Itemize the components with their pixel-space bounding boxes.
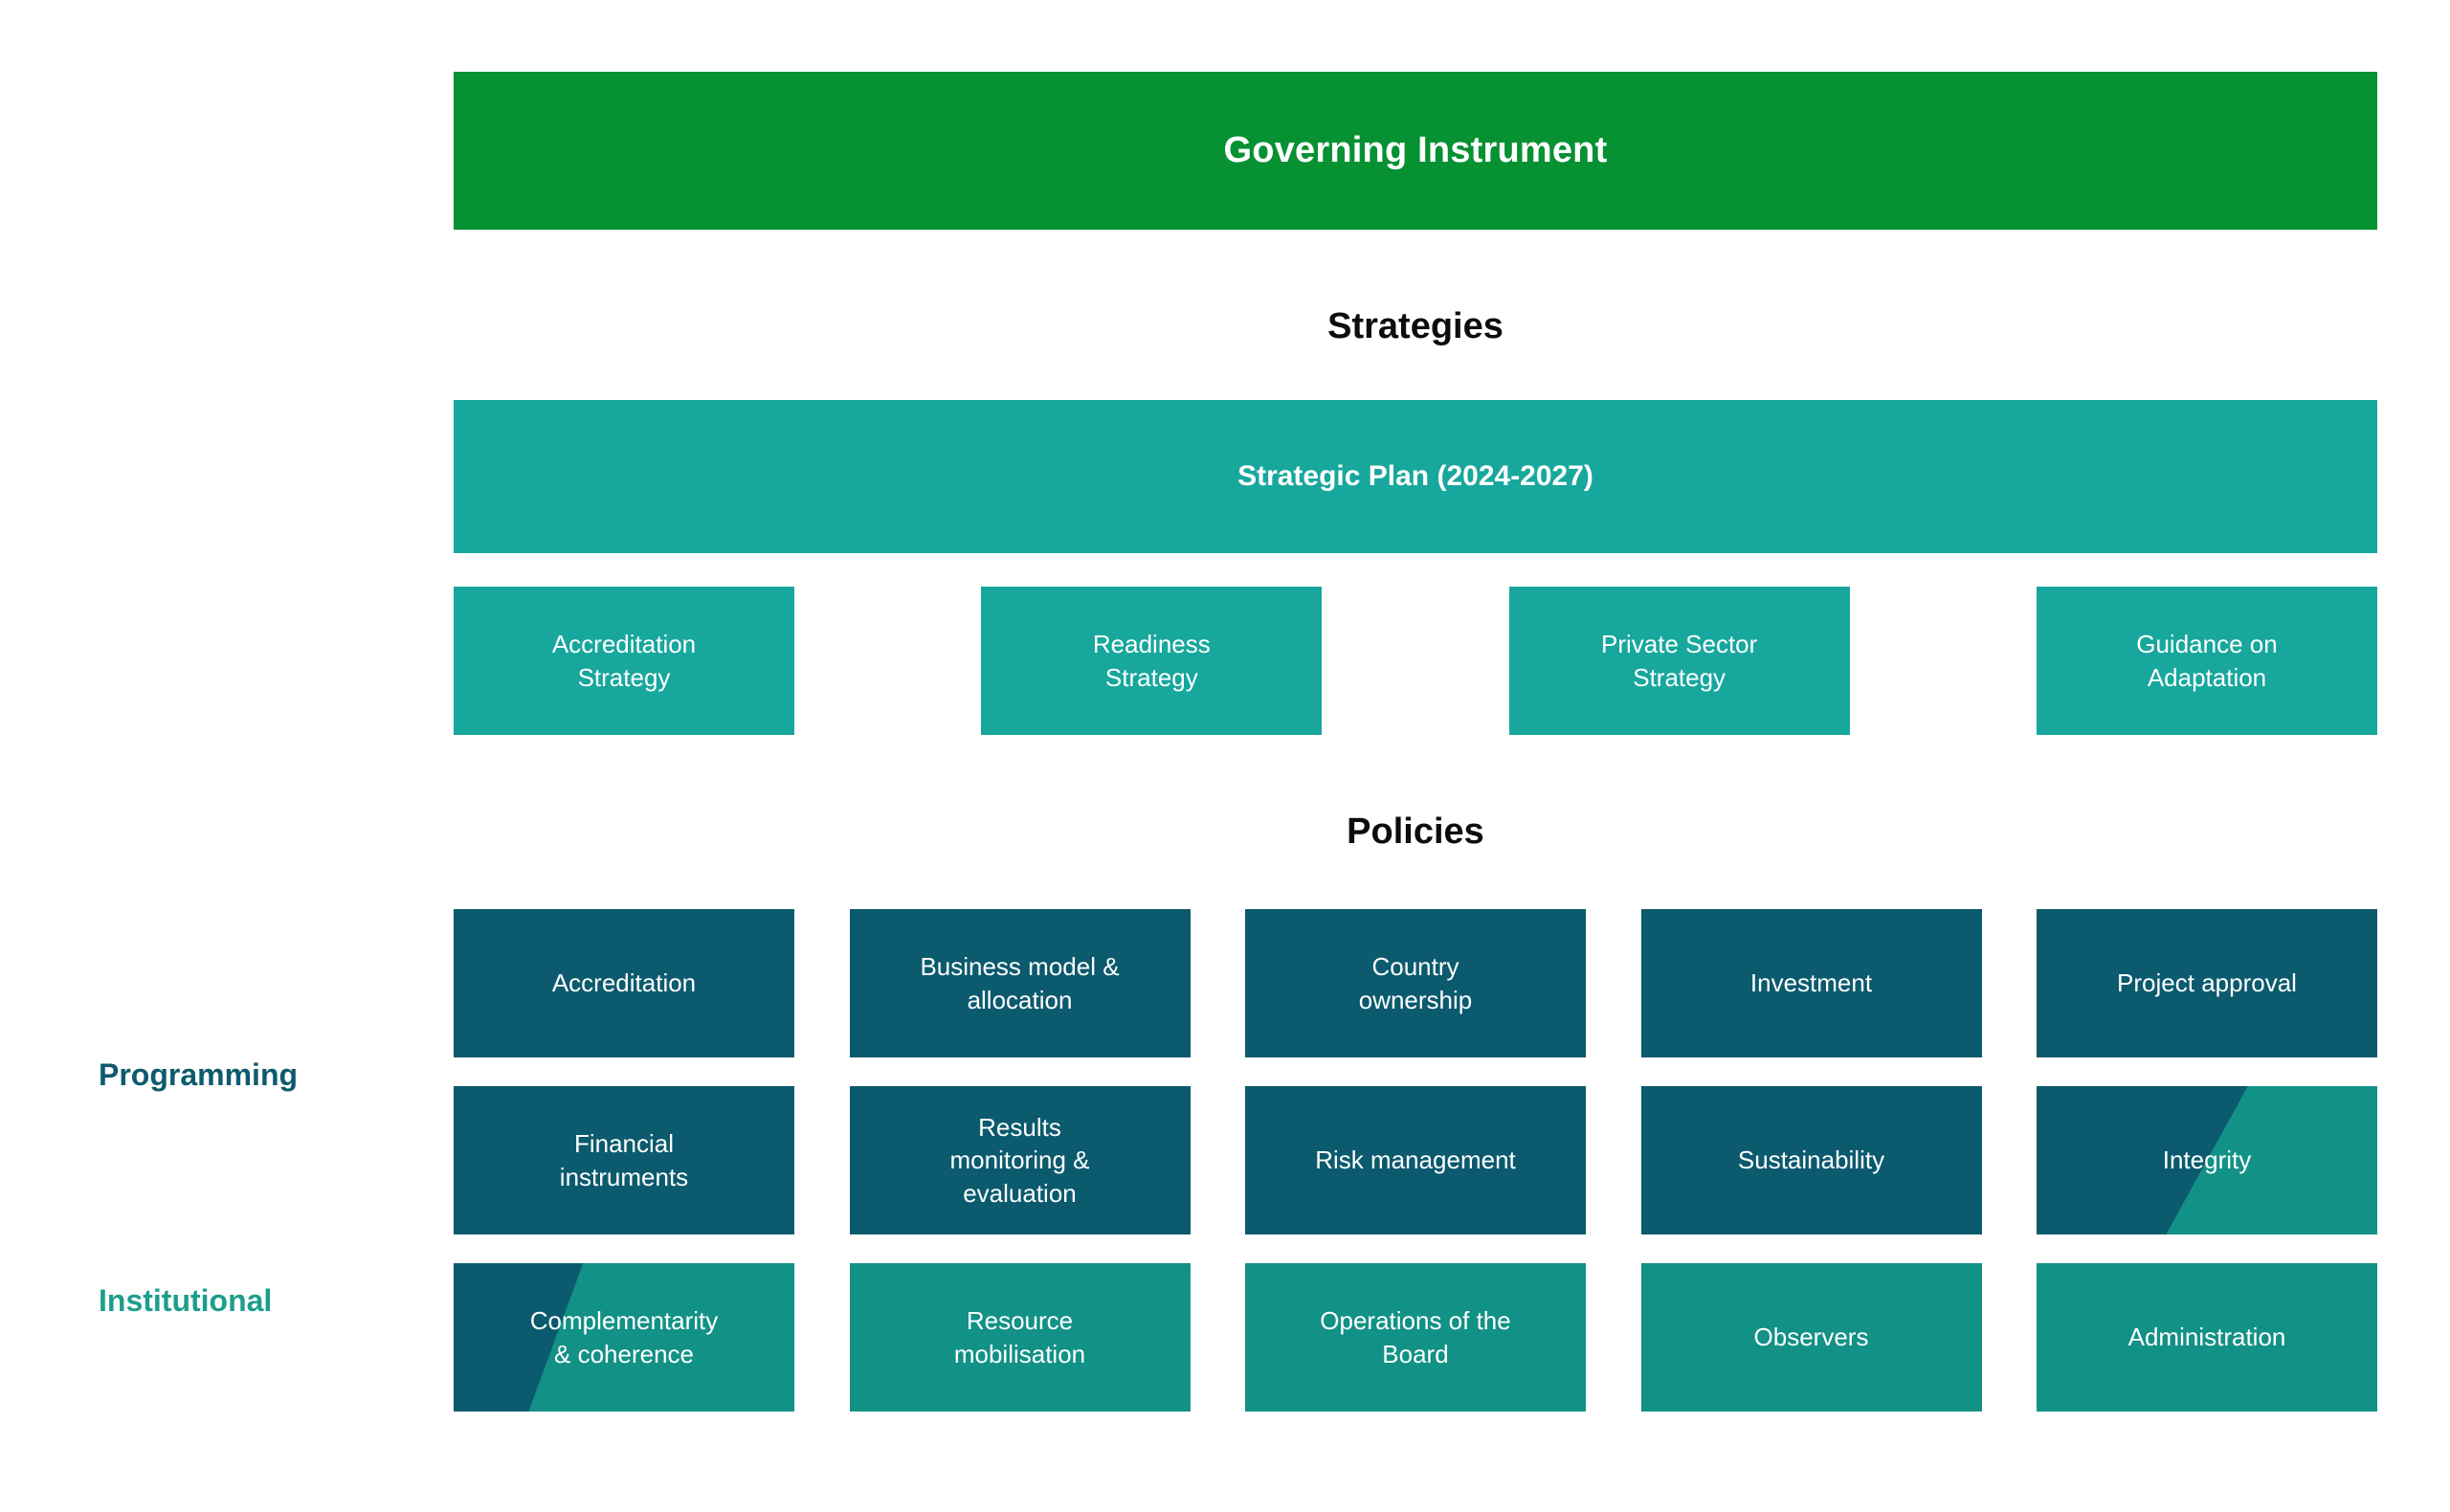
strategy-card: Accreditation Strategy bbox=[454, 587, 794, 735]
section-heading-strategies: Strategies bbox=[1327, 306, 1503, 346]
institutional-card-complementarity: Complementarity & coherence bbox=[454, 1263, 794, 1412]
strategic-plan-bar: Strategic Plan (2024-2027) bbox=[454, 400, 2377, 553]
policy-card: Accreditation bbox=[454, 909, 794, 1057]
institutional-card-label: Observers bbox=[1753, 1323, 1869, 1352]
institutional-card: Resource mobilisation bbox=[849, 1263, 1191, 1412]
institutional-card: Operations of the Board bbox=[1245, 1263, 1586, 1412]
policy-card: Risk management bbox=[1245, 1086, 1586, 1234]
policy-card-label: Project approval bbox=[2117, 968, 2297, 998]
policy-card-label: Sustainability bbox=[1737, 1145, 1885, 1175]
policy-card-label: Accreditation bbox=[551, 968, 697, 998]
strategy-card-label: Accreditation Strategy bbox=[551, 630, 697, 692]
strategy-card-label: Readiness Strategy bbox=[1092, 630, 1211, 692]
section-heading-policies: Policies bbox=[1347, 812, 1484, 852]
axis-label-programming: Programming bbox=[99, 1057, 299, 1092]
policy-row-2: Financial instruments Results monitoring… bbox=[454, 1086, 2377, 1234]
governing-instrument-banner: Governing Instrument bbox=[454, 72, 2377, 230]
institutional-card-label: Resource mobilisation bbox=[953, 1306, 1086, 1368]
policy-card-label: Results monitoring & evaluation bbox=[949, 1113, 1090, 1208]
institutional-card-label: Complementarity & coherence bbox=[529, 1306, 719, 1368]
strategy-row: Accreditation Strategy Readiness Strateg… bbox=[454, 587, 2377, 735]
strategy-card: Private Sector Strategy bbox=[1508, 587, 1850, 735]
policy-card: Business model & allocation bbox=[849, 909, 1191, 1057]
strategy-card-label: Guidance on Adaptation bbox=[2136, 630, 2278, 692]
policy-card: Financial instruments bbox=[454, 1086, 794, 1234]
strategic-plan-label: Strategic Plan (2024-2027) bbox=[1237, 460, 1593, 492]
policy-card: Results monitoring & evaluation bbox=[849, 1086, 1191, 1234]
policy-card-label: Integrity bbox=[2162, 1145, 2252, 1175]
policy-card-label: Country ownership bbox=[1358, 952, 1473, 1014]
policy-card-label: Risk management bbox=[1315, 1145, 1516, 1175]
governing-instrument-label: Governing Instrument bbox=[1223, 130, 1608, 170]
policy-card: Sustainability bbox=[1640, 1086, 1982, 1234]
policy-card-label: Investment bbox=[1749, 968, 1873, 998]
policy-card: Project approval bbox=[2037, 909, 2377, 1057]
institutional-card-label: Administration bbox=[2127, 1323, 2286, 1352]
axis-label-institutional: Institutional bbox=[99, 1283, 273, 1318]
policy-card: Country ownership bbox=[1245, 909, 1586, 1057]
institutional-row: Complementarity & coherence Resource mob… bbox=[454, 1263, 2377, 1412]
strategy-card: Readiness Strategy bbox=[981, 587, 1323, 735]
institutional-card-label: Operations of the Board bbox=[1320, 1306, 1511, 1368]
policy-card: Investment bbox=[1640, 909, 1982, 1057]
institutional-card: Administration bbox=[2037, 1263, 2377, 1412]
strategy-card-label: Private Sector Strategy bbox=[1601, 630, 1758, 692]
policy-card-label: Financial instruments bbox=[559, 1129, 689, 1191]
policy-card-integrity: Integrity bbox=[2037, 1086, 2377, 1234]
strategy-card: Guidance on Adaptation bbox=[2036, 587, 2377, 735]
institutional-card: Observers bbox=[1640, 1263, 1982, 1412]
policy-card-label: Business model & allocation bbox=[920, 952, 1120, 1014]
policy-row-1: Accreditation Business model & allocatio… bbox=[454, 909, 2377, 1057]
